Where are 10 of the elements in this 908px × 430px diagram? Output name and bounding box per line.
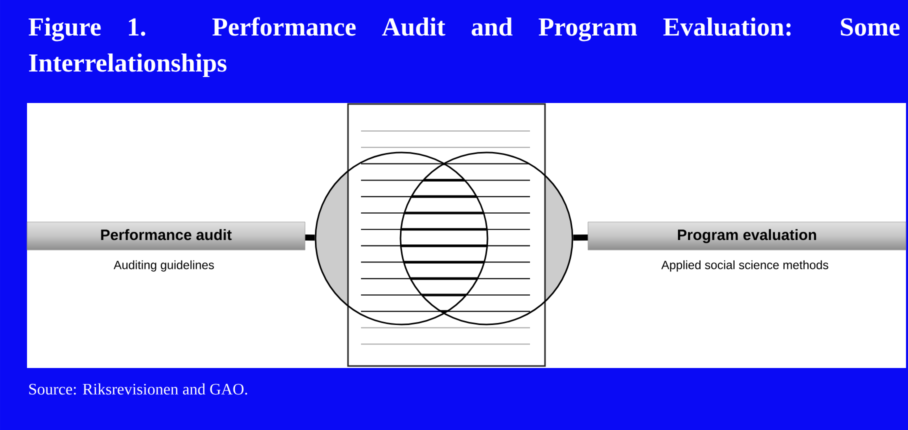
connector [573,234,588,241]
label-bar: Program evaluation [588,222,906,250]
venn-circle [400,152,574,326]
description: Auditing guidelines [114,260,214,272]
label-bar: Performance audit [26,222,306,250]
venn-circle [314,152,488,326]
title: Figure 1. Performance Audit and Program Evaluation: Some Interrelationships [28,17,900,78]
caption: Source: Riksrevisionen and GAO. [29,383,248,395]
description: Applied social science methods [661,260,828,272]
connector [305,234,315,241]
